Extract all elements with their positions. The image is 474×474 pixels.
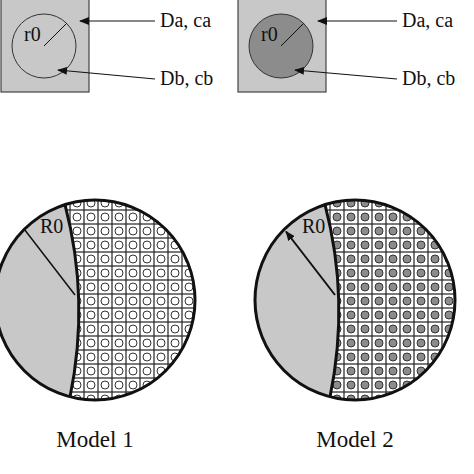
concentration-label: Da, ca	[400, 8, 455, 32]
radius-label: r0	[22, 22, 43, 46]
unit-cell	[238, 0, 397, 92]
concentration-label: Db, cb	[158, 66, 215, 90]
particle-cutaway	[255, 195, 465, 405]
model-caption: Model 1	[54, 426, 135, 453]
radius-label: r0	[259, 22, 280, 46]
concentration-label: Db, cb	[400, 66, 457, 90]
radius-label: R0	[300, 214, 327, 238]
unit-cell	[1, 0, 155, 92]
particle-cutaway	[0, 195, 205, 405]
radius-label: R0	[38, 214, 65, 238]
concentration-label: Da, ca	[158, 8, 213, 32]
model-caption: Model 2	[314, 426, 395, 453]
